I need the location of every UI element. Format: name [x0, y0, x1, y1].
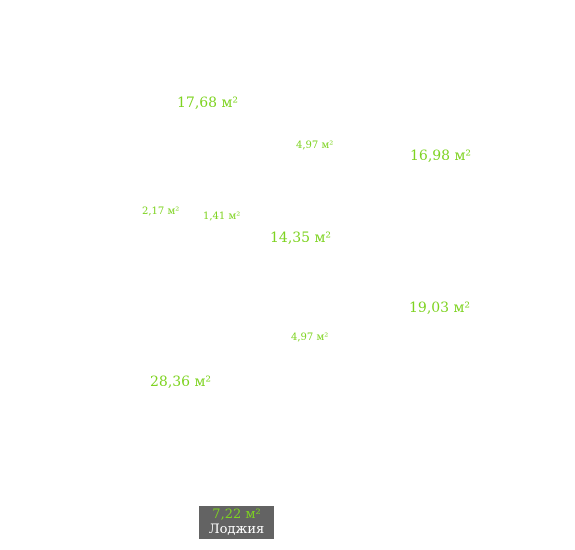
room-area-label: 28,36 м²: [150, 374, 212, 390]
room-area-label: 2,17 м²: [142, 206, 180, 217]
loggia-badge: 7,22 м² Лоджия: [199, 506, 274, 539]
room-area-label: 4,97 м²: [291, 332, 329, 343]
room-area-label: 4,97 м²: [296, 140, 334, 151]
room-area-label: 1,41 м²: [203, 211, 241, 222]
room-area-label: 19,03 м²: [409, 300, 471, 316]
room-area-label: 14,35 м²: [270, 230, 332, 246]
loggia-label: Лоджия: [208, 522, 265, 537]
loggia-area: 7,22 м²: [212, 507, 261, 522]
room-area-label: 17,68 м²: [177, 95, 239, 111]
room-area-label: 16,98 м²: [410, 148, 472, 164]
